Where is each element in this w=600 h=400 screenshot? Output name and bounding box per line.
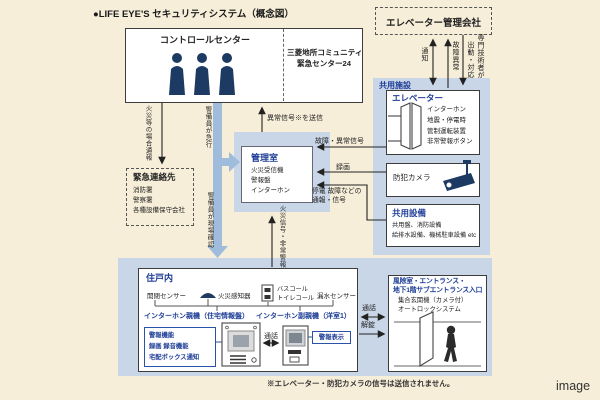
emergency-contact: 各種設備保守会社 xyxy=(133,206,185,214)
fire-detector-label: 火災感知器 xyxy=(218,293,251,300)
feature-item: 警報機能 xyxy=(149,332,175,339)
shared-equipment-title: 共用設備 xyxy=(392,208,427,218)
alarm-display-label: 警報表示 xyxy=(318,334,345,341)
shared-equipment-box xyxy=(386,204,480,247)
office-box xyxy=(241,146,313,203)
main-unit-features-box: 警報機能 録画 録音機能 宅配ボックス通知 xyxy=(144,327,216,367)
entrance-box xyxy=(388,275,487,372)
elevator-item: インターホン xyxy=(427,106,466,113)
entrance-title-line2: 地下1階サブエントランス入口 xyxy=(393,287,483,294)
emergency-center-line2: 緊急センター24 xyxy=(296,59,351,68)
diagram-title: ●LIFE EYE'S セキュリティシステム（概念図） xyxy=(93,9,294,20)
bath-call-label: バスコール xyxy=(277,286,308,293)
entrance-title: 風除室・エントランス・ 地下1階サブエントランス入口 xyxy=(393,277,482,295)
open-close-sensor-label: 開閉センサー xyxy=(147,293,186,300)
watermark-text: image xyxy=(556,379,591,393)
elevator-company-box xyxy=(375,7,492,35)
send-abnormal-label: 異常信号※を送信 xyxy=(267,115,323,122)
footnote: ※エレベーター・防犯カメラの信号は送信されません。 xyxy=(267,379,455,388)
entrance-line: オートロックシステム xyxy=(398,306,461,313)
office-title: 管理室 xyxy=(251,153,279,163)
fire-alarm-signal-label: 火災信号・非常警報 xyxy=(278,205,285,268)
outage-label: 停電 故障などの 通報・信号 xyxy=(312,187,361,205)
leak-sensor-label: 漏水センサー xyxy=(317,293,356,300)
emergency-contact: 警察署 xyxy=(133,196,153,204)
entrance-title-line1: 風除室・エントランス・ xyxy=(393,278,466,285)
fault-label: 故障異常 xyxy=(452,41,459,71)
emergency-contacts-items: 消防署 警察署 各種設備保守会社 xyxy=(133,186,185,215)
intercom-main-label: インターホン親機（住宅情報盤） xyxy=(144,313,249,320)
control-center-title: コントロールセンター xyxy=(159,35,250,45)
elevator-company-label: エレベーター管理会社 xyxy=(385,18,481,29)
emergency-contacts-title: 緊急連絡先 xyxy=(133,172,176,182)
office-item: 警報盤 xyxy=(251,176,271,184)
guard-rush-label: 警備員が急行 xyxy=(204,106,211,148)
control-center-box xyxy=(125,28,363,103)
elevator-item: 地震・停電時 xyxy=(427,116,466,124)
office-item: インターホン xyxy=(251,186,290,194)
emergency-center-24-label: 三菱地所コミュニティ 緊急センター24 xyxy=(287,47,363,69)
emergency-center-line1: 三菱地所コミュニティ xyxy=(287,48,363,57)
main-unit-features: 警報機能 録画 録音機能 宅配ボックス通知 xyxy=(145,328,215,363)
dispatch-label: 出動・対応 xyxy=(467,41,474,79)
shared-equipment-lines: 共用盤、消防設備 給排水設備、機械駐車設備 etc xyxy=(392,221,476,240)
elevator-item: 管制運転装置 xyxy=(427,127,466,135)
shared-facility-label: 共用施設 xyxy=(379,81,411,90)
alarm-display-box: 警報表示 xyxy=(312,331,351,344)
feature-item: 宅配ボックス通知 xyxy=(149,354,200,361)
shared-equipment-line: 給排水設備、機械駐車設備 etc xyxy=(392,231,477,239)
office-items: 火災受信機 警報盤 インターホン xyxy=(251,166,290,195)
toilet-call-label: トイレコール xyxy=(277,295,315,302)
outage-line2: 通報・信号 xyxy=(312,197,346,204)
shared-equipment-line: 共用盤、消防設備 xyxy=(392,222,442,229)
intercom-sub-label: インターホン副親機（洋室1） xyxy=(256,313,351,320)
control-center-divider xyxy=(283,29,284,101)
entrance-line: 集合玄関機（カメラ付） xyxy=(398,297,468,304)
fault-abnormal-label: 故障・異常信号 xyxy=(315,138,364,145)
dispatch-who-label: 専門技術者が xyxy=(477,34,484,79)
outage-line1: 停電 故障などの xyxy=(312,188,362,195)
notify-label: 通知 xyxy=(421,47,428,62)
entrance-lines: 集合玄関機（カメラ付） オートロックシステム xyxy=(398,296,467,314)
elevator-item: 非常警報ボタン xyxy=(427,138,473,146)
emergency-contact: 消防署 xyxy=(133,187,153,194)
fire-case-report-label: 火災等の場合通報 xyxy=(144,105,151,161)
call-units-label: 通話 xyxy=(264,333,278,340)
office-item: 火災受信機 xyxy=(251,167,284,174)
unlock-label: 解錠 xyxy=(361,322,375,329)
security-camera-label: 防犯カメラ xyxy=(393,173,431,182)
recording-label: 録画 xyxy=(336,164,350,171)
dwelling-title: 住戸内 xyxy=(146,273,174,283)
call-entrance-label: 通話 xyxy=(362,305,376,312)
guard-onsite-label: 警備員が現場確認 xyxy=(206,192,213,248)
elevator-title: エレベーター xyxy=(392,93,444,103)
elevator-items: インターホン 地震・停電時 管制運転装置 非常警報ボタン xyxy=(427,105,473,148)
emergency-contacts-box xyxy=(126,168,194,226)
feature-item: 録画 録音機能 xyxy=(149,343,189,350)
